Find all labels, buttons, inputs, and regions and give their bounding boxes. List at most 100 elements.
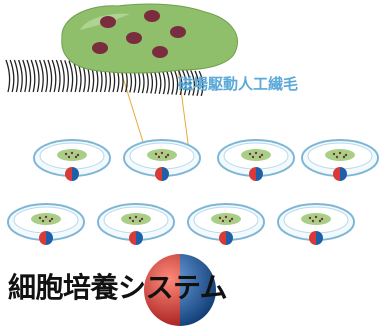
dish-cell-dot <box>44 215 48 219</box>
dish-cell-dot <box>260 153 264 157</box>
culture-dish <box>7 203 85 245</box>
cilium-stroke <box>43 59 49 93</box>
culture-dish <box>123 139 201 181</box>
dish-cell-dot <box>157 155 161 159</box>
magnet-north-pole <box>340 167 347 181</box>
cilium-stroke <box>68 60 74 93</box>
dish-cell-dot <box>134 215 138 219</box>
cell-dot <box>170 26 186 38</box>
dish-cell-dot <box>38 216 42 220</box>
cilium-stroke <box>198 70 204 97</box>
magnet-south-pole <box>155 167 162 181</box>
magnet-north-pole <box>226 231 233 245</box>
magnet-north-pole <box>256 167 263 181</box>
culture-dish <box>301 139 379 181</box>
magnet-north-pole <box>162 167 169 181</box>
dish-cell-dot <box>311 219 315 223</box>
cilium-stroke <box>34 59 40 93</box>
dish-cell-dot <box>258 155 262 159</box>
cilium-stroke <box>5 59 11 93</box>
cilium-stroke <box>165 68 170 95</box>
culture-dish <box>97 203 175 245</box>
dish-cell-dot <box>64 152 68 156</box>
cilium-stroke <box>38 59 44 93</box>
magnet-south-pole <box>65 167 72 181</box>
dish-cell-dot <box>164 155 168 159</box>
cilium-stroke <box>186 69 191 96</box>
dish-cell-dot <box>251 155 255 159</box>
dish-cell-dot <box>344 153 348 157</box>
dish-cell-dot <box>254 151 258 155</box>
dish-cell-dot <box>140 217 144 221</box>
dish-cell-dot <box>318 219 322 223</box>
culture-dish-array <box>7 139 379 245</box>
dish-cell-dot <box>154 152 158 156</box>
magnet-north-half <box>180 254 216 326</box>
dish-cell-dot <box>335 155 339 159</box>
dish-cell-dot <box>230 217 234 221</box>
dish-cell-dot <box>74 155 78 159</box>
cell-sheet-zoom <box>61 3 238 74</box>
cilium-stroke <box>17 59 23 93</box>
cell-dot <box>92 42 108 54</box>
cilium-stroke <box>51 59 57 93</box>
cell-dot <box>100 16 116 28</box>
cilium-stroke <box>9 59 15 93</box>
cilium-stroke <box>55 59 61 93</box>
dish-cell-dot <box>48 219 52 223</box>
magnet-south-pole <box>333 167 340 181</box>
magnet-north-pole <box>316 231 323 245</box>
magnet-south-half <box>144 254 180 326</box>
cell-dot <box>152 46 168 58</box>
cilium-stroke <box>173 68 179 95</box>
dish-cell-sheet <box>31 213 61 225</box>
culture-dish <box>217 139 295 181</box>
dish-cell-dot <box>224 215 228 219</box>
magnet-south-pole <box>219 231 226 245</box>
dish-cell-dot <box>128 216 132 220</box>
magnet-south-pole <box>39 231 46 245</box>
dish-cell-sheet <box>301 213 331 225</box>
cell-dot <box>144 10 160 22</box>
dish-cell-dot <box>314 215 318 219</box>
cilium-stroke <box>72 60 78 93</box>
dish-cell-dot <box>160 151 164 155</box>
magnet-north-pole <box>136 231 143 245</box>
dish-cell-dot <box>332 152 336 156</box>
dish-cell-dot <box>338 151 342 155</box>
dish-cell-dot <box>320 217 324 221</box>
artificial-cilia-label: 磁場駆動人工繊毛 <box>178 75 299 93</box>
dish-cell-dot <box>228 219 232 223</box>
dish-cell-dot <box>308 216 312 220</box>
culture-dish <box>277 203 355 245</box>
dish-cell-sheet <box>121 213 151 225</box>
dish-cell-dot <box>50 217 54 221</box>
dish-cell-dot <box>218 216 222 220</box>
zoom-guide-right <box>177 67 191 159</box>
dish-cell-dot <box>248 152 252 156</box>
magnet-south-pole <box>249 167 256 181</box>
magnet-south-pole <box>129 231 136 245</box>
dish-cell-dot <box>166 153 170 157</box>
artificial-cilia <box>5 59 204 97</box>
magnet-south-pole <box>309 231 316 245</box>
dish-cell-sheet <box>241 149 271 161</box>
dish-cell-dot <box>41 219 45 223</box>
cilium-stroke <box>194 70 200 96</box>
dish-cell-dot <box>131 219 135 223</box>
cilium-stroke <box>59 59 65 93</box>
dish-cell-sheet <box>211 213 241 225</box>
dish-cell-dot <box>76 153 80 157</box>
magnet-north-pole <box>46 231 53 245</box>
system-title: 細胞培養システム <box>8 271 228 304</box>
cilium-stroke <box>181 69 187 96</box>
dish-cell-dot <box>342 155 346 159</box>
culture-dish <box>187 203 265 245</box>
dish-cell-dot <box>138 219 142 223</box>
magnet-sphere-large <box>144 254 216 326</box>
dish-cell-sheet <box>325 149 355 161</box>
cilium-stroke <box>177 69 183 96</box>
dish-cell-sheet <box>57 149 87 161</box>
